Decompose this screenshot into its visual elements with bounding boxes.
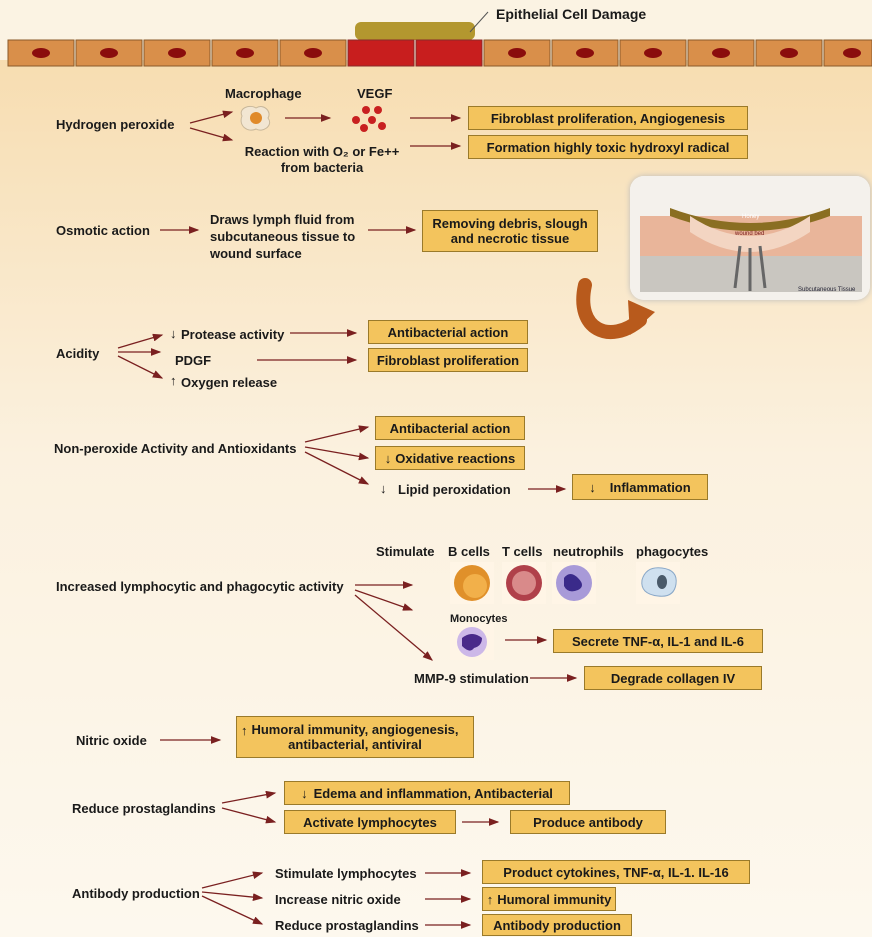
cytokine-box: Secrete TNF-α, IL-1 and IL-6 [553,629,763,653]
lipid-label: Lipid peroxidation [398,482,511,497]
inset-subq-label: Subcutaneous Tissue [798,283,855,298]
nitric-box-line2: antibacterial, antiviral [251,737,458,752]
edema-label: Edema and inflammation, Antibacterial [314,786,553,801]
produce-antibody-box: Produce antibody [510,810,666,834]
osmotic-label: Osmotic action [56,223,150,238]
cytokines-box: Product cytokines, TNF-α, IL-1. IL-16 [482,860,750,884]
edema-box: ↓ Edema and inflammation, Antibacterial [284,781,570,805]
immune-cell-icons [440,560,710,608]
vegf-label: VEGF [357,86,392,101]
stimulate-label: Stimulate [376,544,435,559]
neutrophils-label: neutrophils [553,544,624,559]
oxygen-label: Oxygen release [181,375,277,390]
macrophage-label: Macrophage [225,86,302,101]
bcells-label: B cells [448,544,490,559]
inset-honey-label: Honey [742,210,759,225]
hydroxyl-radical-box: Formation highly toxic hydroxyl radical [468,135,748,159]
debris-box-line1: Removing debris, slough [432,216,587,231]
acidity-label: Acidity [56,346,99,361]
protease-arrow: ↓ [170,326,177,341]
inflammation-label: Inflammation [610,480,691,495]
oxidative-label: Oxidative reactions [395,451,515,466]
stimulate-lymphocytes-label: Stimulate lymphocytes [275,866,417,881]
oxidative-arrow: ↓ [385,451,392,466]
reaction-line2: from bacteria [232,160,412,175]
protease-label: Protease activity [181,327,284,342]
osmotic-desc-3: wound surface [210,246,302,261]
macrophage-icon [236,102,276,134]
inflammation-box: ↓ Inflammation [572,474,708,500]
osmotic-desc-2: subcutaneous tissue to [210,229,355,244]
oxidative-box: ↓ Oxidative reactions [375,446,525,470]
phagocytes-label: phagocytes [636,544,708,559]
monocyte-icon [448,624,496,660]
inset-wound-label: wound bed [735,227,764,242]
inflammation-arrow: ↓ [589,480,596,495]
pdgf-label: PDGF [175,353,211,368]
nitric-box: ↑ Humoral immunity, angiogenesis, antiba… [236,716,474,758]
antibody-label: Antibody production [72,886,200,901]
collagen-box: Degrade collagen IV [584,666,762,690]
nitric-arrow: ↑ [241,723,248,738]
debris-box: Removing debris, slough and necrotic tis… [422,210,598,252]
lipid-arrow: ↓ [380,481,387,496]
nonperoxide-antibacterial-box: Antibacterial action [375,416,525,440]
reaction-line1: Reaction with O₂ or Fe++ [232,144,412,159]
hydrogen-label: Hydrogen peroxide [56,117,174,132]
acidity-fibroblast-box: Fibroblast proliferation [368,348,528,372]
wound-inset: Honey wound bed Subcutaneous Tissue [630,176,870,300]
humoral-label: Humoral immunity [497,892,611,907]
nitric-box-line1: Humoral immunity, angiogenesis, [251,722,458,737]
acidity-antibacterial-box: Antibacterial action [368,320,528,344]
activate-lymphocytes-box: Activate lymphocytes [284,810,456,834]
prosta-label: Reduce prostaglandins [72,801,216,816]
antibody-production-box: Antibody production [482,914,632,936]
oxygen-arrow: ↑ [170,373,177,388]
reduce-prosta-label: Reduce prostaglandins [275,918,419,933]
fibroblast-angiogenesis-box: Fibroblast proliferation, Angiogenesis [468,106,748,130]
mmp-label: MMP-9 stimulation [414,671,529,686]
nitric-label: Nitric oxide [76,733,147,748]
humoral-arrow: ↑ [487,892,494,907]
edema-arrow: ↓ [301,786,308,801]
vegf-icon [348,104,393,132]
lympho-label: Increased lymphocytic and phagocytic act… [56,579,344,594]
humoral-box: ↑ Humoral immunity [482,887,616,911]
tcells-label: T cells [502,544,542,559]
debris-box-line2: and necrotic tissue [451,231,569,246]
nonperoxide-label: Non-peroxide Activity and Antioxidants [54,441,296,456]
osmotic-desc-1: Draws lymph fluid from [210,212,354,227]
increase-nitric-label: Increase nitric oxide [275,892,401,907]
